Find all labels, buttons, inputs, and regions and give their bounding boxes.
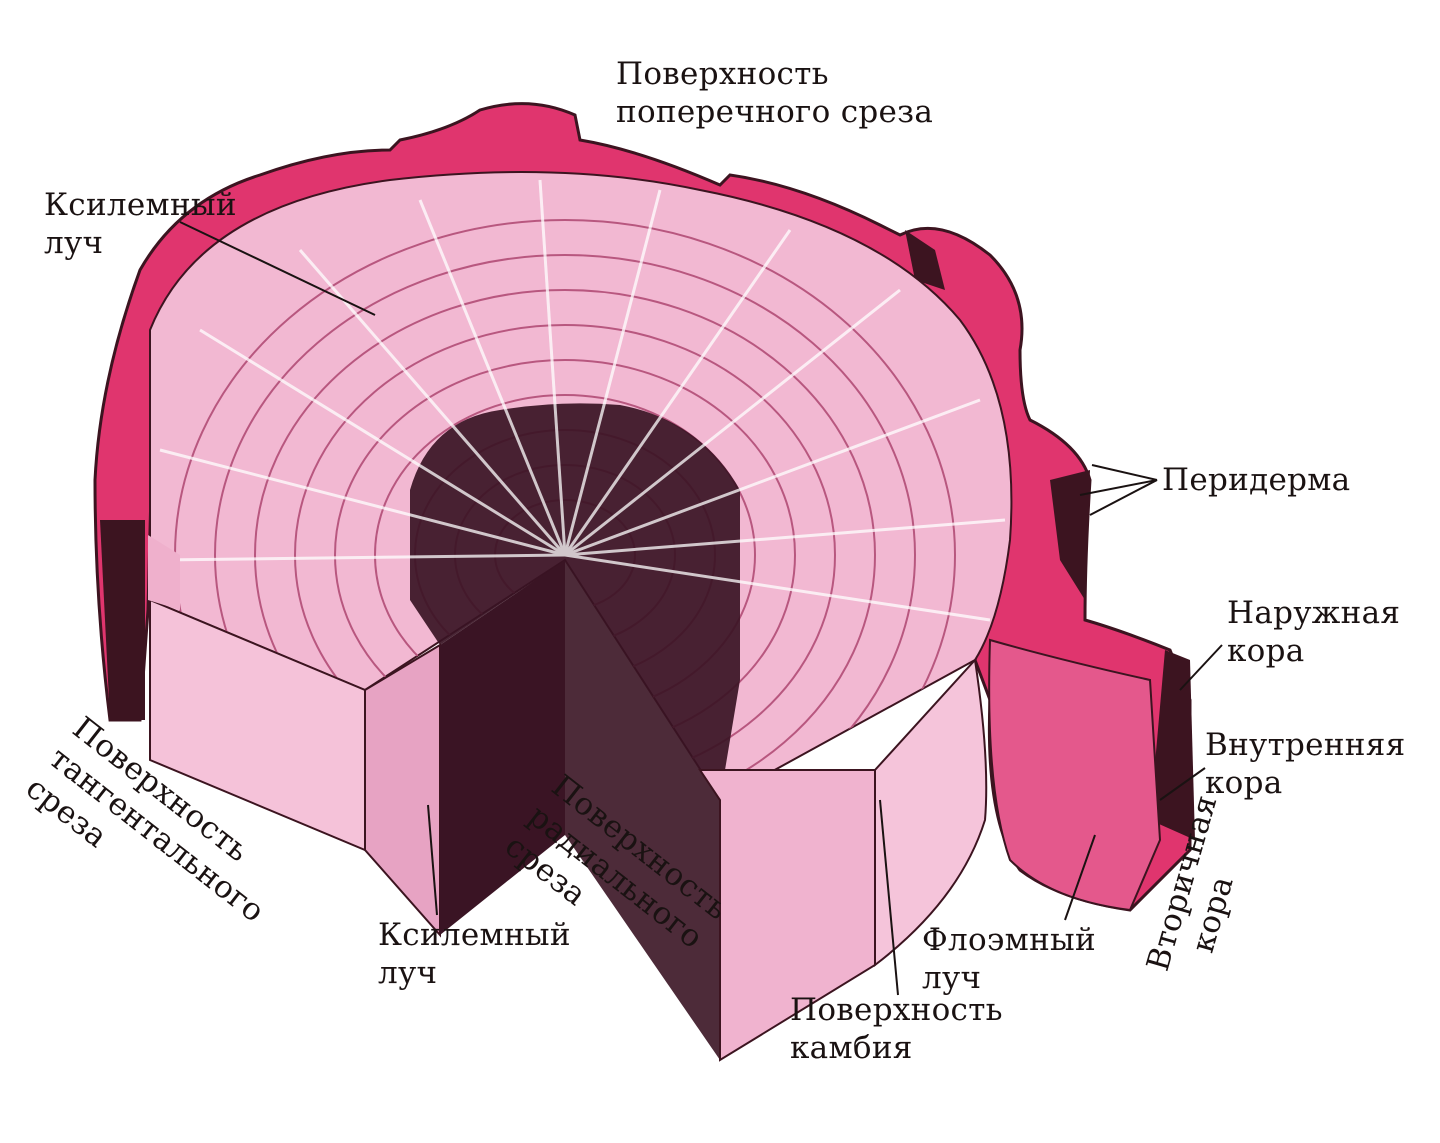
- label-phloem-ray-line2: луч: [922, 959, 982, 996]
- label-cross-section-line2: поперечного среза: [616, 93, 934, 130]
- bark-fissure-left: [100, 520, 145, 720]
- label-outer-bark-line1: Наружная: [1227, 595, 1401, 631]
- label-xylem-ray-bottom-line1: Ксилемный: [378, 917, 571, 953]
- label-cambium-line1: Поверхность: [790, 992, 1003, 1028]
- label-cross-section: Поверхность поперечного среза: [616, 56, 933, 132]
- heartwood-radial-right: [565, 560, 720, 1060]
- label-cambium: Поверхность камбия: [790, 992, 1003, 1068]
- label-outer-bark-line2: кора: [1227, 632, 1305, 669]
- label-cross-section-line1: Поверхность: [616, 56, 829, 92]
- label-xylem-ray-bottom-line2: луч: [378, 954, 438, 991]
- bark-fissure-upper-right: [905, 230, 945, 290]
- label-phloem-ray: Флоэмный луч: [922, 922, 1096, 998]
- bark-fissure-right-lower: [1150, 650, 1195, 840]
- label-inner-bark-line1: Внутренняя: [1205, 727, 1406, 763]
- label-outer-bark: Наружная кора: [1227, 595, 1400, 671]
- heartwood: [410, 403, 740, 800]
- label-cambium-line2: камбия: [790, 1029, 913, 1066]
- label-xylem-ray-top-line1: Ксилемный: [44, 187, 237, 223]
- label-xylem-ray-top: Ксилемный луч: [44, 187, 237, 263]
- radial-face-left: [364, 643, 441, 938]
- radial-face-right: [698, 769, 876, 1062]
- label-periderm: Перидерма: [1162, 462, 1350, 500]
- label-inner-bark: Внутренняя кора: [1205, 727, 1405, 803]
- label-inner-bark-line2: кора: [1205, 764, 1283, 801]
- pointer-lines: [179, 221, 1223, 996]
- label-periderm-text: Перидерма: [1162, 462, 1351, 498]
- heartwood-radial-left: [440, 560, 565, 935]
- secondary-bark-wedge: [988, 638, 1162, 912]
- label-xylem-ray-top-line2: луч: [44, 224, 104, 261]
- label-xylem-ray-bottom: Ксилемный луч: [378, 917, 571, 993]
- xylem-rays: [159, 179, 1006, 622]
- cambium-face: [874, 657, 988, 968]
- tangential-face-extension: [148, 535, 180, 610]
- label-phloem-ray-line1: Флоэмный: [922, 922, 1096, 958]
- bark-fissure-right: [1050, 470, 1090, 600]
